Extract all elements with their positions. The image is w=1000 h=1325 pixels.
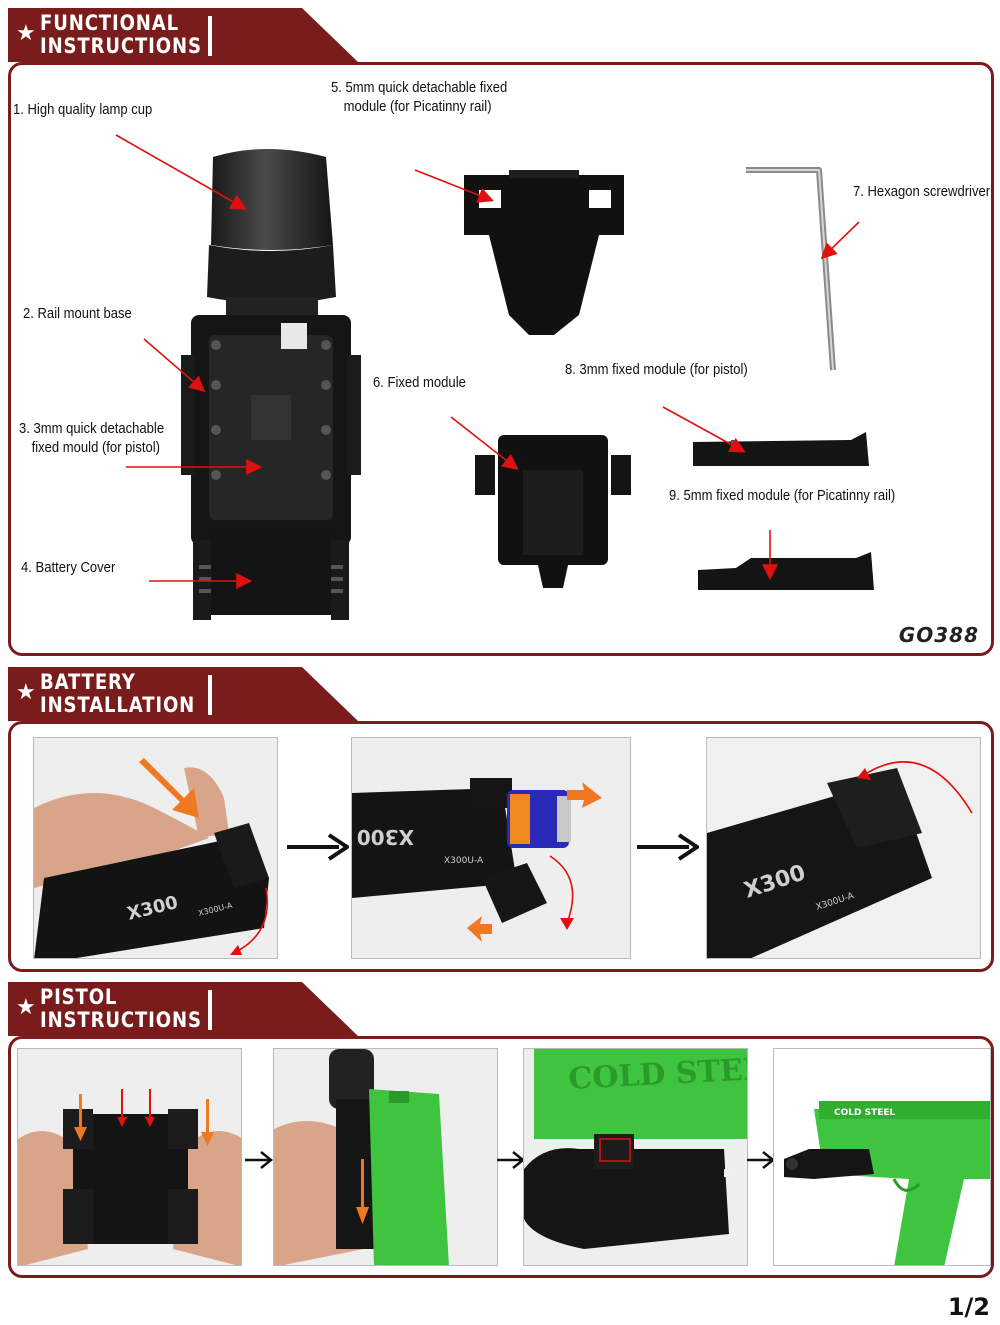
functional-panel: 1. High quality lamp cup 2. Rail mount b… [8,62,994,656]
pistol-step-4-photo: COLD STEEL [773,1048,991,1266]
product-code: GO388 [898,623,979,647]
module-9-illustration [698,552,874,590]
part-label-lamp-cup: 1. High quality lamp cup [13,102,153,118]
battery-step-3-photo: X300 X300U-A [706,737,981,959]
title-line: INSTRUCTIONS [40,1008,202,1032]
pointer-arrows [115,134,860,589]
battery-step-2-photo: X300 X300U-A [351,737,631,959]
section-title: BATTERY INSTALLATION [40,670,196,717]
battery-step-3-illustration: X300 X300U-A [707,738,980,958]
pistol-section-header: ★ PISTOL INSTRUCTIONS [8,982,358,1036]
title-divider [208,16,212,56]
pistol-step-4-illustration: COLD STEEL [774,1049,990,1265]
right-arrow-icon [497,1151,525,1169]
part-label-5mm-quick-module: 5. 5mm quick detachable fixed module (fo… [331,79,507,117]
label-line: 3. 3mm quick detachable [19,421,165,437]
title-divider [208,675,212,715]
star-icon: ★ [16,20,36,45]
title-line: BATTERY [40,670,136,694]
star-icon: ★ [16,679,36,704]
part-label-hex-screwdriver: 7. Hexagon screwdriver [853,184,991,200]
part-label-battery-cover: 4. Battery Cover [21,560,116,576]
pistol-step-2-photo [273,1048,498,1266]
battery-section-header: ★ BATTERY INSTALLATION [8,667,358,721]
page-number: 1/2 [947,1293,990,1321]
label-line: fixed mould (for pistol) [31,440,160,456]
right-arrow-icon [637,833,699,861]
title-line: PISTOL [40,985,118,1009]
section-title: PISTOL INSTRUCTIONS [40,985,202,1032]
flashlight-illustration [181,149,361,620]
part-label-rail-mount-base: 2. Rail mount base [23,306,132,322]
title-divider [208,990,212,1030]
flashlight-model-text: X300 [357,825,414,849]
title-line: INSTALLATION [40,693,196,717]
part-label-fixed-module: 6. Fixed module [373,375,466,391]
pistol-panel: COLD STEEL COLD STEEL [8,1036,994,1278]
pistol-step-1-photo [17,1048,242,1266]
right-arrow-icon [245,1151,273,1169]
label-line: module (for Picatinny rail) [343,99,492,115]
functional-section-header: ★ FUNCTIONAL INSTRUCTIONS [8,8,358,62]
part-label-5mm-fixed-module: 9. 5mm fixed module (for Picatinny rail) [669,488,896,504]
pistol-step-1-illustration [18,1049,241,1265]
flashlight-variant-text: X300U-A [444,856,484,866]
part-label-3mm-fixed-module: 8. 3mm fixed module (for pistol) [565,362,748,378]
pistol-step-3-photo: COLD STEEL [523,1048,748,1266]
right-arrow-icon [287,833,349,861]
pointer-arrow [115,134,247,210]
pistol-step-3-illustration: COLD STEEL [524,1049,747,1265]
battery-step-2-illustration: X300 X300U-A [352,738,630,958]
title-line: INSTRUCTIONS [40,34,202,58]
module-6-illustration [475,435,631,588]
right-arrow-icon [747,1151,775,1169]
battery-step-1-photo: X300 X300U-A [33,737,278,959]
star-icon: ★ [16,994,36,1019]
battery-step-1-illustration: X300 X300U-A [34,738,277,958]
label-line: 5. 5mm quick detachable fixed [331,80,508,96]
section-title: FUNCTIONAL INSTRUCTIONS [40,11,202,58]
battery-panel: X300 X300U-A X300 X300U-A [8,721,994,972]
trainer-brand-text: COLD STEEL [834,1108,896,1118]
title-line: FUNCTIONAL [40,11,179,35]
part-label-3mm-mould: 3. 3mm quick detachable fixed mould (for… [19,420,164,458]
hex-screwdriver-illustration [746,167,836,371]
pistol-step-2-illustration [274,1049,497,1265]
